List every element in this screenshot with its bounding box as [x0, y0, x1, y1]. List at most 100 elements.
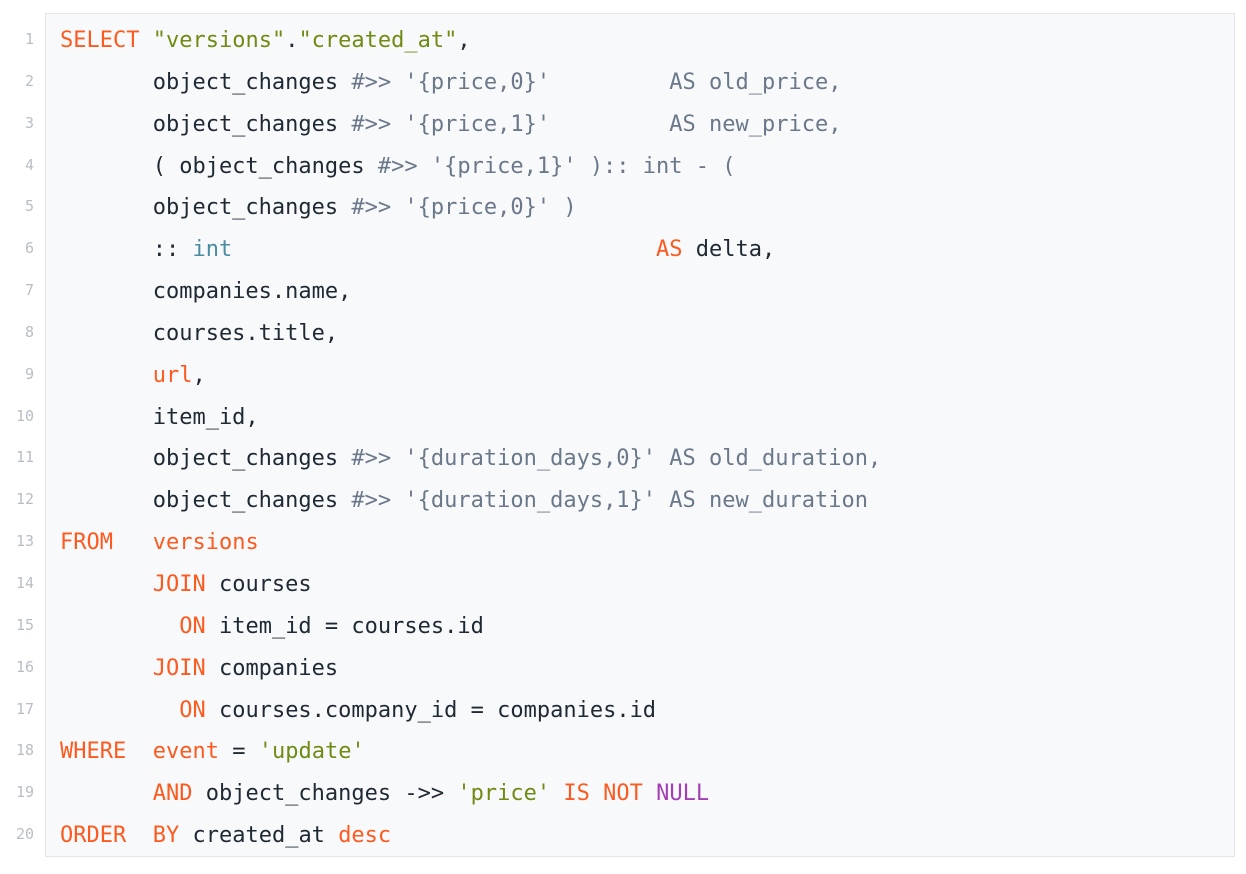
- token-pl: ,: [457, 28, 471, 53]
- token-pl: object_changes: [60, 69, 352, 95]
- token-pl: object_changes ->>: [192, 781, 458, 807]
- token-pl: item_id,: [60, 404, 259, 430]
- token-pl: .: [285, 28, 299, 53]
- token-pl: courses.title,: [60, 320, 339, 346]
- token-pl: [232, 237, 656, 262]
- code-line: :: int AS delta,: [60, 229, 881, 271]
- code-line: courses.title,: [60, 313, 881, 355]
- token-pl: [60, 781, 153, 806]
- code-line: ON courses.company_id = companies.id: [60, 690, 881, 732]
- token-op: #>> '{duration_days,0}' AS old_duration,: [351, 446, 882, 472]
- token-kw: url: [152, 362, 193, 388]
- code-line: JOIN companies: [60, 648, 881, 690]
- line-number: 1: [24, 30, 34, 48]
- token-pl: [60, 614, 179, 639]
- code-line: ( object_changes #>> '{price,1}' ):: int…: [60, 146, 881, 188]
- code-line: SELECT "versions"."created_at",: [60, 20, 881, 62]
- code-line: companies.name,: [60, 271, 881, 313]
- code-line: AND object_changes ->> 'price' IS NOT NU…: [60, 773, 881, 815]
- token-pl: [126, 739, 153, 764]
- line-number: 20: [15, 825, 34, 844]
- token-kw: WHERE: [60, 739, 127, 765]
- code-line: ORDER BY created_at desc: [60, 815, 881, 857]
- token-pl: [643, 781, 656, 806]
- token-pl: object_changes: [60, 446, 352, 472]
- code-line: FROM versions: [60, 522, 881, 564]
- token-kw: versions: [152, 530, 259, 556]
- token-pl: [139, 28, 152, 53]
- token-pl: courses: [205, 571, 312, 597]
- token-pl: [60, 698, 179, 723]
- token-kw: AS: [656, 237, 683, 263]
- code-line: object_changes #>> '{price,0}' ): [60, 187, 881, 229]
- token-pl: created_at: [179, 823, 339, 849]
- line-number: 3: [24, 113, 34, 132]
- token-pl: companies: [205, 655, 339, 681]
- line-number: 15: [15, 615, 34, 634]
- token-pl: object_changes: [60, 195, 352, 221]
- token-op: #>> '{price,0}' AS old_price,: [351, 69, 842, 95]
- token-nu: NULL: [656, 781, 710, 807]
- token-pl: delta,: [682, 237, 776, 263]
- token-pl: =: [218, 739, 259, 765]
- token-pl: [113, 530, 153, 555]
- line-number: 19: [15, 783, 34, 802]
- token-pl: object_changes: [60, 111, 352, 137]
- line-number: 14: [15, 573, 34, 592]
- token-ty: int: [192, 237, 233, 263]
- line-number: 4: [24, 155, 34, 174]
- token-pl: [126, 823, 153, 848]
- code-line: url,: [60, 355, 881, 397]
- token-pl: ( object_changes: [60, 153, 378, 179]
- token-op: #>> '{duration_days,1}' AS new_duration: [351, 488, 868, 514]
- token-kw: ON: [179, 697, 206, 723]
- token-str: "versions": [152, 28, 286, 53]
- line-number: 11: [15, 448, 34, 467]
- code-line: object_changes #>> '{price,0}' AS old_pr…: [60, 62, 881, 104]
- token-kw: IS NOT: [563, 781, 643, 807]
- token-str: 'price': [457, 781, 551, 807]
- token-str: "created_at": [298, 28, 458, 53]
- token-pl: ::: [60, 237, 193, 263]
- line-number: 8: [24, 322, 34, 341]
- token-op: #>> '{price,0}' ): [351, 195, 577, 221]
- token-kw: event: [152, 739, 219, 765]
- token-kw: BY: [152, 823, 180, 849]
- token-pl: object_changes: [60, 488, 352, 514]
- token-kw: SELECT: [60, 28, 140, 53]
- token-kw: JOIN: [152, 655, 206, 681]
- line-number: 13: [15, 532, 34, 551]
- line-number: 9: [24, 364, 34, 383]
- token-op: #>> '{price,1}' ):: int - (: [377, 153, 736, 179]
- line-number: 2: [24, 71, 34, 90]
- code-line: WHERE event = 'update': [60, 731, 881, 773]
- token-op: #>> '{price,1}' AS new_price,: [351, 111, 842, 137]
- code-lines: SELECT "versions"."created_at", object_c…: [60, 20, 881, 857]
- line-number: 16: [15, 657, 34, 676]
- line-number: 10: [15, 406, 34, 425]
- token-kw: ON: [179, 613, 206, 639]
- token-pl: ,: [192, 362, 206, 388]
- line-number: 7: [24, 281, 34, 300]
- line-number: 5: [24, 197, 34, 216]
- token-pl: courses.company_id = companies.id: [205, 697, 657, 723]
- code-line: JOIN courses: [60, 564, 881, 606]
- line-number: 12: [15, 490, 34, 509]
- code-line: item_id,: [60, 397, 881, 439]
- sql-code-block[interactable]: SELECT "versions"."created_at", object_c…: [45, 13, 1235, 857]
- code-line: object_changes #>> '{price,1}' AS new_pr…: [60, 104, 881, 146]
- code-line: object_changes #>> '{duration_days,1}' A…: [60, 480, 881, 522]
- token-kw: desc: [338, 823, 392, 849]
- token-kw: AND: [152, 781, 193, 807]
- token-str: 'update': [258, 739, 365, 765]
- token-pl: [550, 781, 563, 806]
- code-line: ON item_id = courses.id: [60, 606, 881, 648]
- token-kw: ORDER: [60, 823, 127, 849]
- line-number: 18: [15, 741, 34, 760]
- token-pl: [60, 656, 153, 681]
- token-pl: companies.name,: [60, 279, 352, 305]
- token-kw: FROM: [60, 530, 113, 556]
- line-number: 17: [15, 699, 34, 718]
- token-pl: [60, 363, 153, 388]
